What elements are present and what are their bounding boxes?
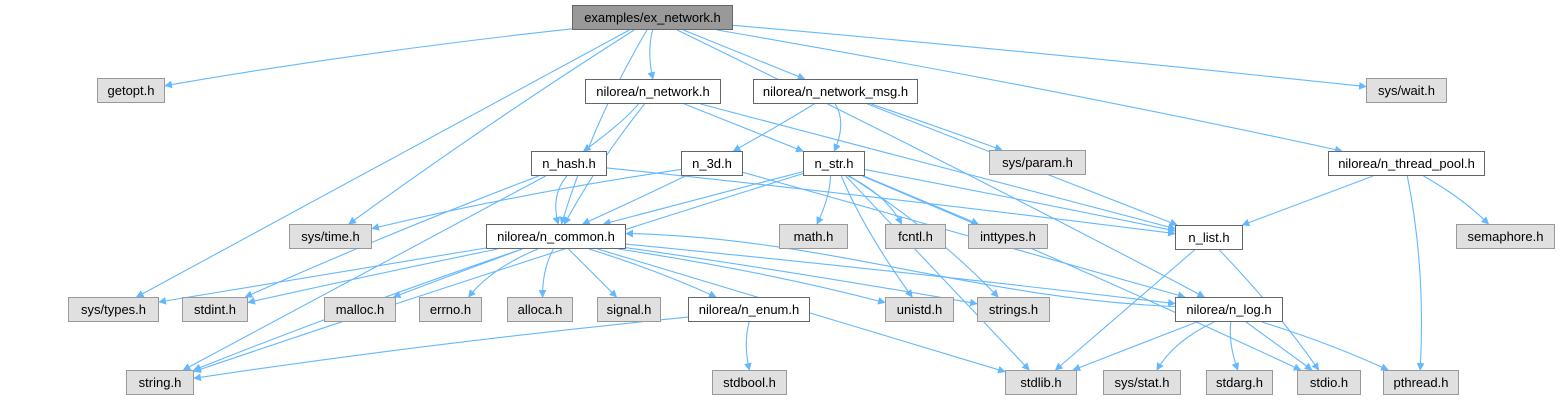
node-getopt-h[interactable]: getopt.h bbox=[97, 78, 165, 103]
node-semaphore-h[interactable]: semaphore.h bbox=[1456, 224, 1555, 249]
edge-n-hash-to-n-common bbox=[552, 175, 568, 225]
node-pthread-h[interactable]: pthread.h bbox=[1383, 370, 1459, 395]
dependency-edges bbox=[135, 24, 1490, 382]
node-n-str-h[interactable]: n_str.h bbox=[803, 151, 865, 176]
node-nilorea-n-network-h[interactable]: nilorea/n_network.h bbox=[585, 79, 721, 104]
node-stdint-h[interactable]: stdint.h bbox=[182, 297, 248, 322]
node-nilorea-n-enum-h[interactable]: nilorea/n_enum.h bbox=[688, 297, 810, 322]
edge-n-log-to-stdio bbox=[1245, 321, 1313, 371]
edge-n-common-to-alloca bbox=[538, 248, 554, 298]
edge-n-common-to-errno bbox=[468, 248, 539, 298]
edge-n-network-to-n-list bbox=[700, 103, 1176, 231]
node-stdlib-h[interactable]: stdlib.h bbox=[1005, 370, 1077, 395]
node-sys-stat-h[interactable]: sys/stat.h bbox=[1103, 370, 1181, 395]
edge-n-thread-pool-to-pthread bbox=[1406, 175, 1425, 371]
edge-n-3d-to-n-log bbox=[742, 171, 1186, 299]
edge-root-to-n-thread-pool bbox=[717, 29, 1343, 154]
node-sys-types-h[interactable]: sys/types.h bbox=[68, 297, 159, 322]
edge-root-to-n-log bbox=[676, 29, 1205, 298]
node-nilorea-n-network-msg-h[interactable]: nilorea/n_network_msg.h bbox=[753, 79, 918, 104]
node-fcntl-h[interactable]: fcntl.h bbox=[885, 224, 946, 249]
node-unistd-h[interactable]: unistd.h bbox=[885, 297, 954, 322]
edge-n-common-to-malloc bbox=[392, 248, 523, 299]
edge-root-to-sys-types bbox=[135, 29, 630, 298]
edge-n-network-msg-to-sys-param bbox=[870, 103, 1003, 152]
node-n-3d-h[interactable]: n_3d.h bbox=[681, 151, 743, 176]
edge-n-log-to-stdarg bbox=[1229, 321, 1240, 371]
edge-n-common-to-unistd bbox=[618, 248, 886, 305]
edge-n-hash-to-string bbox=[182, 175, 546, 371]
edge-n-enum-to-stdbool bbox=[744, 321, 752, 371]
edge-n-common-to-n-enum bbox=[588, 248, 717, 298]
edge-root-to-n-common bbox=[559, 29, 648, 225]
node-errno-h[interactable]: errno.h bbox=[419, 297, 482, 322]
edge-n-log-to-pthread bbox=[1261, 321, 1389, 371]
edge-n-hash-to-n-list bbox=[606, 167, 1176, 237]
edge-n-str-to-string bbox=[193, 173, 804, 373]
node-alloca-h[interactable]: alloca.h bbox=[507, 297, 573, 322]
edge-root-to-sys-time bbox=[348, 29, 635, 225]
edge-n-log-to-n-common bbox=[625, 229, 1176, 308]
edge-n-thread-pool-to-semaphore bbox=[1423, 175, 1490, 225]
edge-n-common-to-sys-types bbox=[158, 247, 487, 305]
edge-n-common-to-n-log bbox=[625, 243, 1176, 307]
edge-n-enum-to-string bbox=[193, 316, 689, 382]
node-sys-time-h[interactable]: sys/time.h bbox=[289, 224, 372, 249]
node-nilorea-n-thread-pool-h[interactable]: nilorea/n_thread_pool.h bbox=[1328, 151, 1485, 176]
edge-n-network-msg-to-n-str bbox=[833, 103, 842, 152]
node-stdio-h[interactable]: stdio.h bbox=[1297, 370, 1361, 395]
node-malloc-h[interactable]: malloc.h bbox=[324, 297, 396, 322]
edge-n-list-to-stdlib bbox=[1054, 249, 1195, 371]
node-string-h[interactable]: string.h bbox=[126, 370, 194, 395]
edge-n-network-msg-to-n-3d bbox=[732, 103, 815, 152]
node-sys-wait-h[interactable]: sys/wait.h bbox=[1366, 78, 1447, 103]
edge-n-thread-pool-to-n-list bbox=[1241, 175, 1374, 227]
node-signal-h[interactable]: signal.h bbox=[597, 297, 661, 322]
node-nilorea-n-log-h[interactable]: nilorea/n_log.h bbox=[1175, 297, 1283, 322]
node-strings-h[interactable]: strings.h bbox=[977, 297, 1050, 322]
edge-n-log-to-sys-stat bbox=[1156, 321, 1215, 371]
node-stdbool-h[interactable]: stdbool.h bbox=[712, 370, 787, 395]
edge-n-str-to-n-list bbox=[864, 169, 1176, 234]
node-inttypes-h[interactable]: inttypes.h bbox=[968, 224, 1048, 249]
edge-n-str-to-math bbox=[816, 175, 832, 225]
node-n-list-h[interactable]: n_list.h bbox=[1175, 225, 1243, 250]
edge-n-str-to-stdlib bbox=[845, 175, 1030, 371]
edge-n-common-to-stdint bbox=[247, 248, 498, 305]
edge-n-str-to-stdio bbox=[862, 175, 1302, 371]
edge-n-str-to-inttypes bbox=[863, 175, 979, 225]
edge-n-str-to-unistd bbox=[840, 175, 913, 298]
edge-n-log-to-stdlib bbox=[1072, 321, 1197, 372]
edge-n-hash-to-stdint bbox=[244, 175, 539, 298]
edge-n-common-to-signal bbox=[568, 248, 618, 298]
edge-n-str-to-n-common bbox=[602, 171, 804, 226]
edge-n-common-to-strings bbox=[625, 247, 978, 307]
edge-n-3d-to-sys-time bbox=[371, 168, 682, 231]
node-n-hash-h[interactable]: n_hash.h bbox=[531, 151, 607, 176]
edge-n-network-to-n-str bbox=[684, 103, 804, 153]
edge-n-3d-to-n-common bbox=[581, 175, 686, 225]
edge-root-to-n-network bbox=[647, 29, 656, 80]
edge-root-to-sys-wait bbox=[732, 24, 1367, 90]
node-nilorea-n-common-h[interactable]: nilorea/n_common.h bbox=[486, 224, 626, 249]
node-stdarg-h[interactable]: stdarg.h bbox=[1206, 370, 1273, 395]
node-sys-param-h[interactable]: sys/param.h bbox=[989, 150, 1086, 175]
edge-root-to-n-network-msg bbox=[683, 29, 806, 80]
node-math-h[interactable]: math.h bbox=[779, 224, 848, 249]
node-examples-ex-network-h[interactable]: examples/ex_network.h bbox=[572, 5, 733, 30]
edge-n-network-to-n-hash bbox=[582, 103, 639, 152]
edge-root-to-getopt bbox=[164, 28, 573, 89]
